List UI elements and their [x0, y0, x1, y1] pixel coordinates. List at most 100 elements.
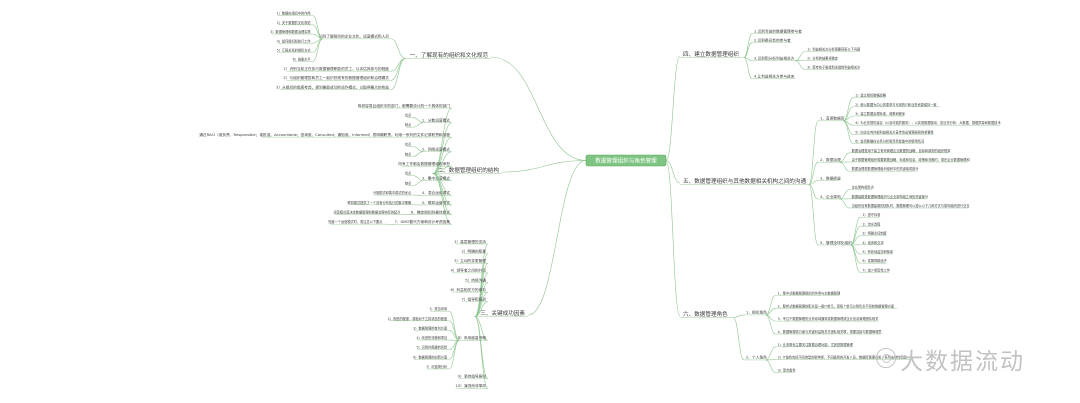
watermark-text: 大数据流动 — [900, 349, 1025, 375]
sub-node-label: 7）指导和培训 — [462, 297, 487, 302]
sub-node-label: 1）高层管理的支持 — [454, 239, 486, 244]
sub-node-label: 4.让利益相关方参与进来 — [754, 74, 795, 79]
sub-node-label: 3、集中运营模式 — [422, 176, 450, 181]
connector-line — [850, 244, 861, 264]
leaf-label: 数据治理是数据管理组织组织中的关键组成部分 — [852, 166, 920, 171]
sub-node: 4、企业架构企业架构组负责数据建模是数据管理组织与企业架构组之间的关键部分当组织… — [808, 184, 970, 209]
leaf-label: 3）建立数据治理标准、政策和程序 — [855, 111, 906, 116]
leaf-label: 5）向企业内外部利益相关方宣传信息管理原则的重要性 — [855, 129, 934, 134]
sub-node-label: 1）识别当前正在执行数据管理职能的员工，以评估其参与的程度 — [283, 66, 389, 71]
sub-node: 3、数据质量 — [808, 175, 841, 185]
connector-line — [527, 160, 587, 316]
sub-node-label: 2、个人角色 — [746, 355, 767, 360]
leaf-label: 缺点 — [405, 180, 412, 185]
leaf-label: 7）减少重复性工作 — [862, 267, 890, 272]
leaf-label: 分散模式和集中模式的优点 — [373, 190, 412, 195]
branch-b5: 五、数据管理组织与其他数据相关机构之间的沟通1、首席数据官1）建立组织数据战略2… — [665, 93, 1001, 273]
sub-node: 10）演进而非革命 — [455, 316, 489, 389]
connector-line — [743, 57, 753, 61]
sub-node: 通过RACI（谁负责、Responsible；谁批准、Accountable；咨… — [199, 132, 453, 174]
connector-line — [839, 152, 850, 163]
connector-line — [765, 314, 776, 335]
leaf-label: 3）数据管理和数据治理实践 — [270, 29, 311, 34]
leaf-label: 1）业务角色主要关注数据治理功能，尤其是数据管理 — [778, 342, 854, 347]
sub-node-label: 6）利益相关方的参与 — [450, 287, 486, 292]
sub-node-label: 4）领导者之间的共识 — [450, 268, 486, 273]
connector-line — [743, 33, 753, 58]
connector-line — [765, 346, 776, 361]
leaf-label: 1、集中式数据管理组织的作用与主数据管理 — [778, 290, 841, 295]
leaf-label: 2）IT角色包括不同类型的架构师、不同级别的开发人员、数据库管理员和一系列支持性… — [778, 355, 908, 360]
sub-node-label: 9）坚持指导原则 — [458, 374, 486, 379]
leaf-label: 1）利益相关方分析需要回答以下问题 — [807, 47, 861, 52]
connector-line — [765, 307, 776, 316]
leaf-label: 4）如何组织和执行工作 — [277, 38, 312, 43]
connector-line — [839, 161, 850, 172]
leaf-label: 4、数据管理执行者与关键利益相关方团队相关联，需要连接与数据管理员 — [778, 329, 882, 334]
leaf-label: 6）技能水平 — [293, 57, 312, 62]
connector-line — [733, 314, 745, 318]
connector-line — [665, 160, 681, 317]
connector-line — [390, 58, 406, 90]
sub-node: 1.识别当前的数据管理参与者 — [743, 29, 803, 58]
sub-node-label: 2）与组织管理层和员工一起识别现有的数据管理组织和治理模式 — [283, 75, 389, 80]
sub-node-label: 极其容易且组织中的部门，都需要设计的一个具体的部门 — [358, 103, 450, 108]
connector-line — [808, 184, 819, 200]
leaf-label: 7）可追溯分析 — [426, 364, 448, 369]
sub-node: 1、首席数据官1）建立组织数据战略2）使以数据为中心的需求与可用的IT和业务资源… — [808, 93, 1001, 185]
leaf-label: 5）汇报关系的组织方式 — [277, 48, 312, 53]
sub-node-label: 3、数据质量 — [820, 175, 841, 180]
sub-node-label: 5、管理全球化组织 — [820, 240, 852, 245]
leaf-label: 5）有效地监控和衡量 — [862, 249, 894, 254]
leaf-label: 1）数据在组织中的作用 — [277, 11, 311, 16]
sub-node-label: 1、组织角色 — [746, 310, 767, 315]
leaf-label: 缺点 — [405, 151, 412, 156]
connector-line — [732, 317, 745, 361]
leaf-label: 3）明确责任制度 — [862, 231, 887, 236]
sub-node-label: 如何了解组织的企业文化、运营模式和人员 — [319, 34, 389, 39]
sub-node-label: 7、DMO替代方案和设计考虑因素 — [394, 219, 450, 224]
sub-node-label: 3.识别和分析利益相关方 — [754, 56, 795, 61]
connector-line — [743, 42, 753, 58]
connector-line — [501, 160, 587, 173]
leaf-label: 数据治理是用于建立有效管理企业数据的战略、目标和原则的组织框架 — [852, 148, 952, 153]
sub-node: 7）指导和培训 — [462, 297, 489, 317]
sub-node-label: 2.识别委员会的参与者 — [754, 38, 791, 43]
connector-line — [432, 151, 453, 174]
branch-label: 一、了解现有的组织和文化规范 — [410, 51, 489, 59]
leaf-label: 3）数据管理的有利方面 — [413, 325, 447, 330]
leaf-label: 2）改进的程度，或相对于之前状态的程度 — [388, 316, 448, 321]
leaf-label: 5）识别并规避的风险 — [416, 345, 448, 350]
sub-node-label: 3）主动的变更管理 — [454, 258, 486, 263]
sub-node-label: 2、网络运营模式 — [422, 146, 450, 151]
connector-line — [449, 339, 460, 370]
leaf-label: 6）发展规模经济 — [862, 258, 887, 263]
leaf-label: 运营模式是决定数据管理和数据治理实际的起点 — [333, 209, 401, 214]
leaf-label: 3）混合角色 — [778, 368, 797, 373]
sub-node-label: 1.识别当前的数据管理参与者 — [754, 29, 802, 34]
connector-line — [312, 38, 323, 63]
branch-label: 四、建立数据管理组织 — [683, 50, 739, 58]
leaf-label: 2、联邦式数据管理的职责是一组IT单元，而每个单元分别负责不同的数据管理方面 — [778, 303, 894, 308]
sub-node-label: 通过RACI（谁负责、Responsible；谁批准、Accountable；咨… — [199, 132, 450, 137]
leaf-label: 优点 — [405, 171, 412, 176]
sub-node: 2.识别委员会的参与者 — [743, 38, 792, 58]
sub-node: 4.让利益相关方参与进来 — [743, 57, 796, 79]
sub-node-label: 10）演进而非革命 — [455, 383, 486, 388]
connector-line — [808, 161, 819, 185]
central-node: 数据管理组织与角色管理 — [585, 154, 667, 167]
sub-node-label: 4、企业架构 — [820, 194, 841, 199]
connector-line — [843, 97, 854, 122]
branch-b2: 二、数据管理组织的结构极其容易且组织中的部门，都需要设计的一个具体的部门1、分散… — [199, 103, 587, 225]
leaf-label: 2）关于数据的文化规范 — [277, 20, 312, 25]
watermark: 大数据流动 — [856, 340, 1056, 380]
connector-line — [474, 301, 489, 317]
connector-line — [765, 295, 776, 316]
leaf-label: 数据建模是数据管理组织与企业架构组之间的关键部分 — [852, 194, 929, 199]
branch-b4: 四、建立数据管理组织 1.识别当前的数据管理参与者 2.识别委员会的参与者 3.识别和… — [665, 29, 861, 161]
connector-line — [449, 339, 460, 360]
connector-line — [808, 180, 819, 185]
